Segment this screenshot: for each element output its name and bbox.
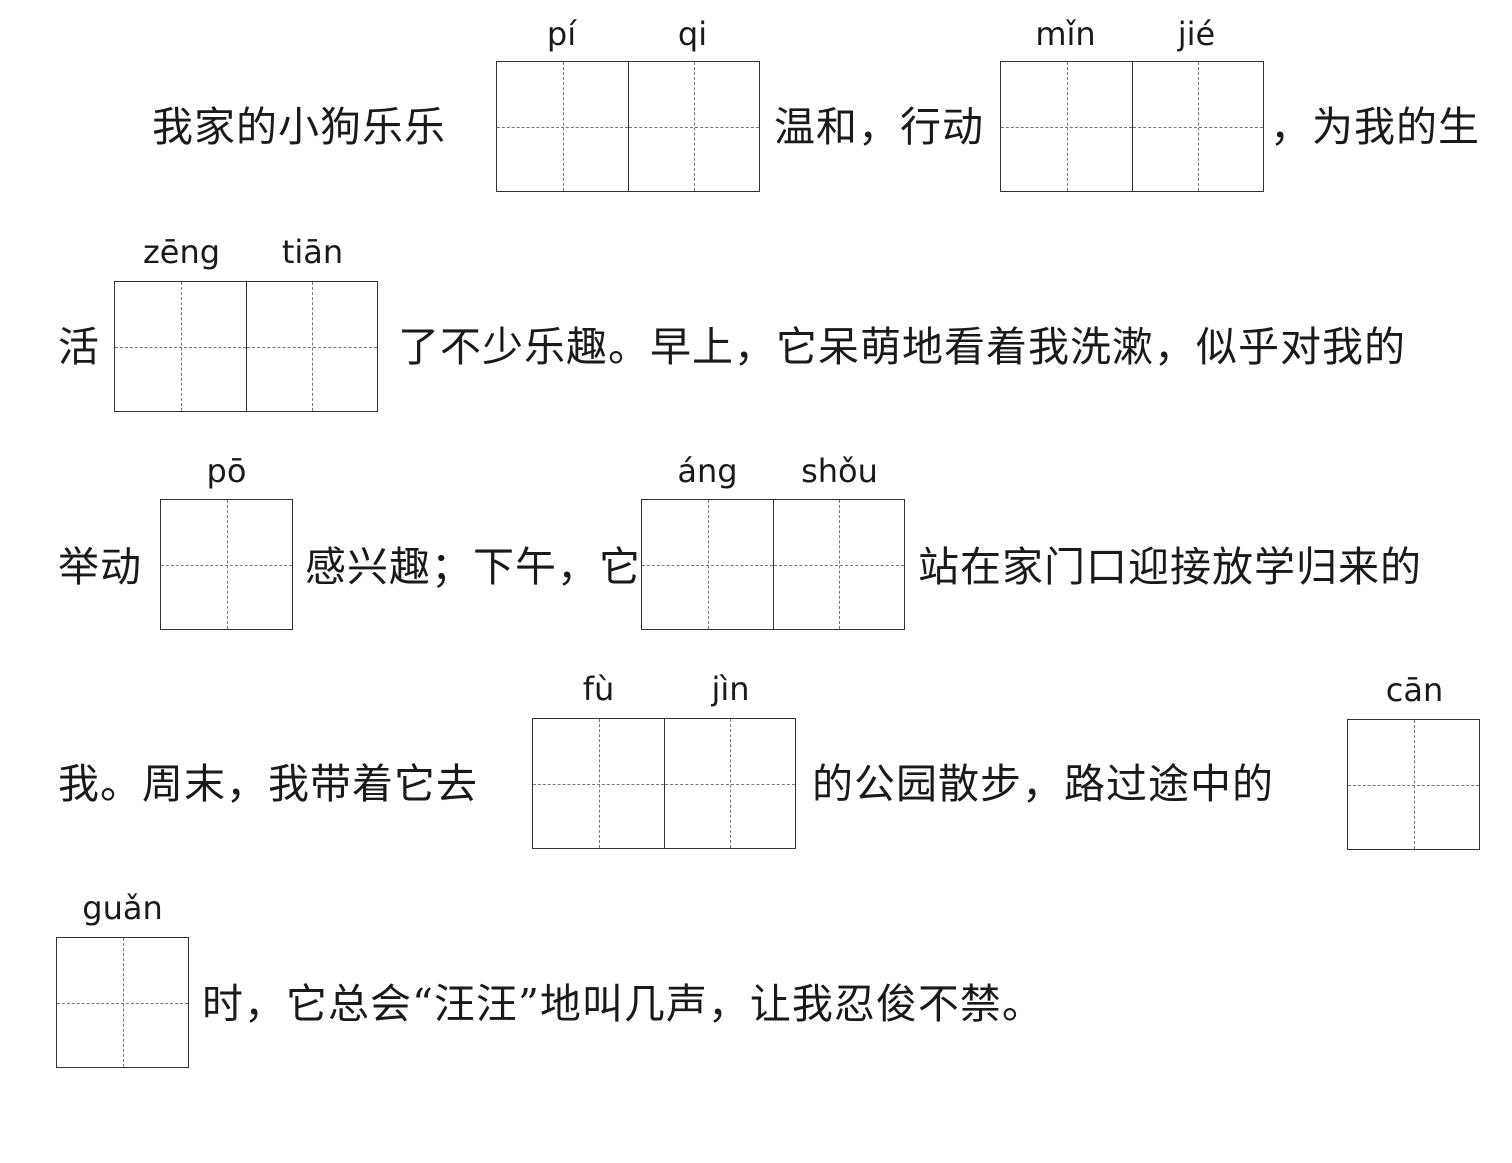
answer-box-minjie[interactable]	[1000, 61, 1264, 192]
answer-cell[interactable]	[497, 62, 628, 191]
answer-cell[interactable]	[1348, 720, 1479, 849]
pinyin-label: pō	[206, 452, 247, 490]
pinyin-label: mǐn	[1035, 15, 1096, 53]
answer-cell[interactable]	[642, 500, 773, 629]
answer-cell[interactable]	[664, 719, 795, 848]
answer-box-piqi[interactable]	[496, 61, 760, 192]
sentence-text: 活	[58, 323, 100, 371]
answer-box-can[interactable]	[1347, 719, 1480, 850]
answer-box-po[interactable]	[160, 499, 293, 630]
pinyin-label: jìn	[711, 670, 750, 708]
sentence-text: 温和，行动	[774, 103, 984, 151]
answer-cell[interactable]	[246, 282, 377, 411]
pinyin-label: pí	[546, 15, 577, 53]
pinyin-label: qi	[677, 15, 708, 53]
answer-box-guan[interactable]	[56, 937, 189, 1068]
pinyin-label: áng	[677, 452, 738, 490]
sentence-text: 的公园散步，路过途中的	[812, 760, 1274, 808]
sentence-text: 时，它总会“汪汪”地叫几声，让我忍俊不禁。	[202, 980, 1044, 1028]
pinyin-label: shǒu	[801, 452, 878, 490]
answer-cell[interactable]	[57, 938, 188, 1067]
answer-cell[interactable]	[1132, 62, 1263, 191]
answer-box-angshou[interactable]	[641, 499, 905, 630]
answer-cell[interactable]	[533, 719, 664, 848]
sentence-text: 我家的小狗乐乐	[152, 103, 446, 151]
sentence-text: ，为我的生	[1270, 103, 1480, 151]
answer-box-fujin[interactable]	[532, 718, 796, 849]
sentence-text: 站在家门口迎接放学归来的	[918, 543, 1422, 591]
answer-cell[interactable]	[773, 500, 904, 629]
answer-cell[interactable]	[1001, 62, 1132, 191]
pinyin-label: cān	[1385, 671, 1444, 709]
pinyin-label: zēng	[142, 233, 221, 271]
pinyin-label: guǎn	[82, 889, 163, 927]
sentence-text: 感兴趣；下午，它	[305, 543, 641, 591]
sentence-text: 举动	[58, 543, 142, 591]
answer-cell[interactable]	[628, 62, 759, 191]
answer-cell[interactable]	[115, 282, 246, 411]
answer-cell[interactable]	[161, 500, 292, 629]
sentence-text: 了不少乐趣。早上，它呆萌地看着我洗漱，似乎对我的	[398, 323, 1406, 371]
answer-box-zengtian[interactable]	[114, 281, 378, 412]
pinyin-label: tiān	[281, 233, 344, 271]
sentence-text: 我。周末，我带着它去	[58, 760, 478, 808]
pinyin-label: jié	[1177, 15, 1216, 53]
pinyin-label: fù	[582, 670, 615, 708]
